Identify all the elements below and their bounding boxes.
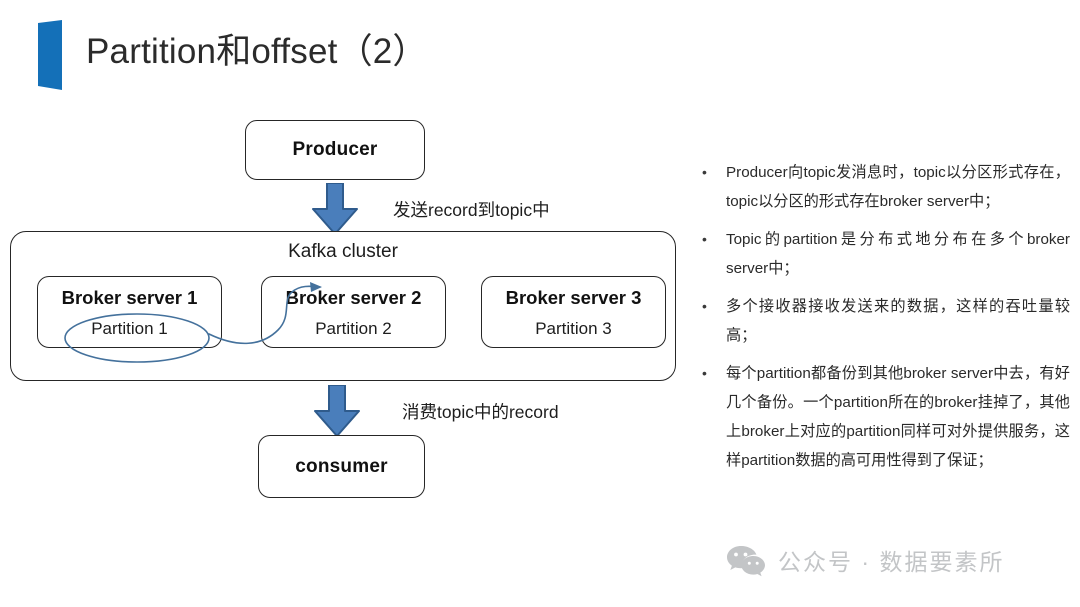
broker-server-1-partition: Partition 1 <box>91 319 168 338</box>
kafka-cluster-label: Kafka cluster <box>288 241 398 262</box>
consumer-label: consumer <box>295 455 388 477</box>
broker-server-3-box[interactable]: Broker server 3 Partition 3 <box>481 276 666 348</box>
consume-arrow-label: 消费topic中的record <box>402 402 559 422</box>
broker-server-1-name: Broker server 1 <box>61 287 198 308</box>
bullet-item: Topic的partition是分布式地分布在多个broker server中； <box>698 225 1070 283</box>
broker-server-2-box[interactable]: Broker server 2 Partition 2 <box>261 276 446 348</box>
page-title: Partition和offset（2） <box>86 32 428 71</box>
watermark-text: 公众号 · 数据要素所 <box>778 549 1005 575</box>
broker-server-2-name: Broker server 2 <box>285 287 422 308</box>
produce-arrow-icon <box>312 183 358 235</box>
broker-server-2-partition: Partition 2 <box>315 319 392 338</box>
broker-server-1-box[interactable]: Broker server 1 Partition 1 <box>37 276 222 348</box>
bullet-list: Producer向topic发消息时，topic以分区形式存在，topic以分区… <box>698 158 1070 484</box>
wechat-icon <box>727 545 765 576</box>
consumer-box[interactable]: consumer <box>258 435 425 498</box>
producer-label: Producer <box>292 139 378 160</box>
broker-server-3-partition: Partition 3 <box>535 319 612 338</box>
kafka-architecture-diagram: Producer 发送record到topic中 Kafka cluster B… <box>10 120 676 498</box>
broker-server-3-name: Broker server 3 <box>505 287 642 308</box>
consume-arrow-icon <box>314 385 360 437</box>
watermark: 公众号 · 数据要素所 <box>726 543 1004 577</box>
bullet-item: 每个partition都备份到其他broker server中去，有好几个备份。… <box>698 359 1070 475</box>
slide-header: Partition和offset（2） <box>0 0 1080 105</box>
bullet-item: 多个接收器接收发送来的数据，这样的吞吐量较高； <box>698 292 1070 350</box>
producer-box[interactable]: Producer <box>245 120 425 180</box>
title-bullet-icon <box>38 20 62 90</box>
produce-arrow-label: 发送record到topic中 <box>393 200 550 220</box>
bullet-item: Producer向topic发消息时，topic以分区形式存在，topic以分区… <box>698 158 1070 216</box>
kafka-cluster-box: Kafka cluster Broker server 1 Partition … <box>10 231 676 381</box>
